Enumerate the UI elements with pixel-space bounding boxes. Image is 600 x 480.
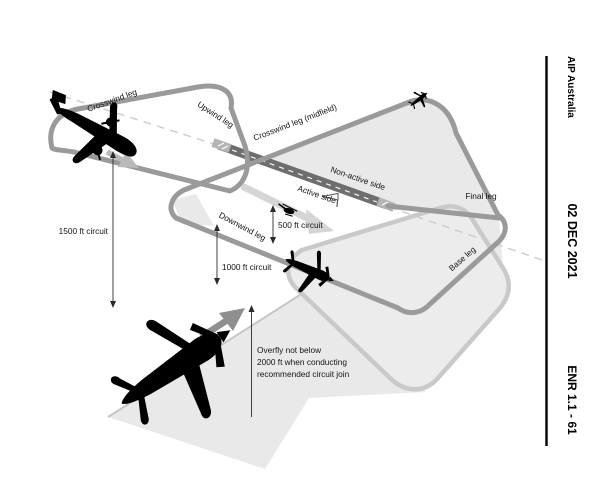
label-1000ft-circuit: 1000 ft circuit <box>222 262 272 272</box>
label-500ft-circuit: 500 ft circuit <box>278 220 323 230</box>
shading-non-active-side <box>256 99 498 215</box>
circuit-1000-path <box>168 97 508 316</box>
measure-500ft <box>270 205 276 244</box>
measure-2000ft-overfly <box>248 305 255 417</box>
final-leg-path <box>385 203 502 221</box>
sidebar-date: 02 DEC 2021 <box>565 203 579 278</box>
circuit-1500-direction-arrow <box>105 149 139 168</box>
sidebar-page-ref: ENR 1.1 - 61 <box>565 365 579 435</box>
circuit-500-arrow <box>240 182 334 234</box>
label-1500ft-circuit: 1500 ft circuit <box>59 226 109 236</box>
measure-1000ft <box>214 224 220 285</box>
windsock-icon <box>321 192 339 208</box>
sidebar-publication: AIP Australia <box>565 56 576 118</box>
overfly-note-line1: Overfly not below <box>257 345 322 355</box>
overfly-note-line3: recommended circuit join <box>257 369 350 379</box>
overfly-note: Overfly not below 2000 ft when conductin… <box>257 345 350 379</box>
helicopter-500-icon <box>278 203 298 217</box>
twin-turboprop-1500-icon <box>49 89 137 164</box>
extended-centerline-upwind <box>49 91 218 146</box>
measure-1500ft <box>110 151 116 308</box>
page-margin-sidebar: AIP Australia 02 DEC 2021 ENR 1.1 - 61 <box>545 56 579 446</box>
overfly-note-line2: 2000 ft when conducting <box>257 357 347 367</box>
runway-threshold-left <box>211 138 232 153</box>
label-final-leg: Final leg <box>465 191 497 201</box>
